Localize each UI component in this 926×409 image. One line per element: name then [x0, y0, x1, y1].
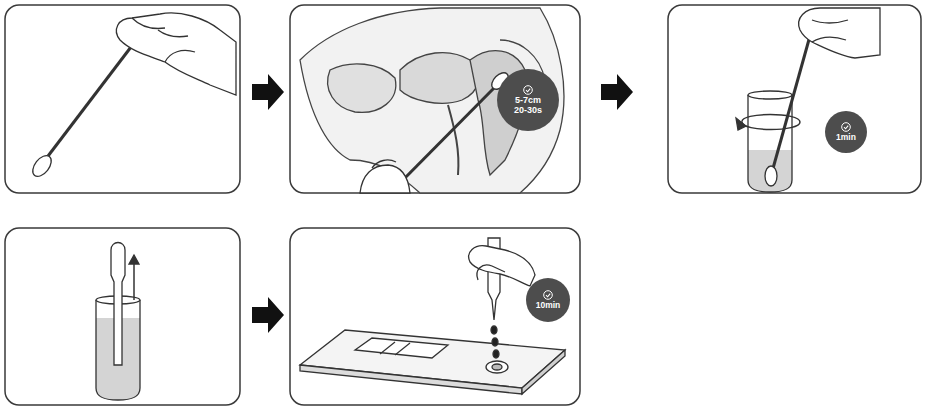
- extraction-tube-part: [748, 150, 792, 192]
- time-label: 10min: [536, 301, 561, 310]
- extraction-tube-part: [748, 95, 792, 192]
- test-cassette-part: [492, 364, 502, 370]
- anatomy-section-part: [372, 160, 396, 168]
- extraction-tube-part: [799, 8, 880, 58]
- extraction-tube-part: [772, 18, 815, 172]
- check-tick: [844, 126, 848, 129]
- check-ring: [544, 291, 553, 300]
- time-label: 20-30s: [514, 106, 542, 115]
- step-arrow-part: [601, 74, 633, 110]
- anatomy-section: [300, 8, 564, 193]
- check-tick: [546, 294, 550, 297]
- anatomy-section-part: [395, 84, 498, 188]
- dropper-hand-part: [493, 350, 499, 358]
- extraction-tube-part: [742, 115, 800, 130]
- dropper-tube-part: [111, 243, 125, 366]
- test-cassette: [300, 330, 565, 394]
- dropper-hand-part: [469, 246, 535, 286]
- swab-hand-part: [29, 152, 55, 180]
- time-badge: 5-7cm20-30s: [497, 69, 559, 131]
- step-panel-part: [290, 228, 580, 405]
- extraction-tube-part: [812, 37, 846, 42]
- dropper-hand-part: [491, 326, 497, 334]
- step-arrow-part: [252, 297, 284, 333]
- swab-hand-part: [116, 13, 236, 95]
- swab-hand-part: [132, 18, 165, 29]
- check-icon: [523, 85, 533, 95]
- check-tick: [526, 89, 530, 92]
- swab-hand-part: [158, 30, 188, 37]
- test-cassette-part: [380, 342, 395, 354]
- anatomy-section-part: [300, 8, 564, 193]
- extraction-tube-part: [736, 118, 746, 130]
- test-cassette-part: [355, 338, 448, 358]
- swab-hand-part: [165, 50, 195, 62]
- extraction-tube-part: [765, 166, 777, 186]
- check-icon: [841, 122, 851, 132]
- time-badge: 1min: [825, 111, 867, 153]
- test-cassette-part: [486, 361, 508, 373]
- step-panel-part: [668, 5, 921, 193]
- anatomy-section-part: [448, 105, 458, 175]
- check-ring: [524, 86, 533, 95]
- step-panel-part: [5, 5, 240, 193]
- step-panel: [5, 5, 921, 405]
- dropper-hand-part: [492, 338, 498, 346]
- time-label: 5-7cm: [515, 96, 541, 105]
- swab-hand: [29, 13, 236, 180]
- extraction-tube-part: [748, 91, 792, 99]
- dropper-tube-part: [133, 262, 135, 300]
- anatomy-section-part: [360, 165, 410, 193]
- time-label: 1min: [836, 133, 856, 142]
- extraction-tube-part: [812, 20, 848, 23]
- anatomy-section-part: [328, 64, 396, 112]
- check-icon: [543, 290, 553, 300]
- dropper-tube: [96, 243, 140, 401]
- dropper-hand-part: [477, 265, 505, 280]
- extraction-tube: [736, 8, 880, 192]
- check-ring: [842, 123, 851, 132]
- step-arrow-part: [252, 74, 284, 110]
- time-badge: 10min: [526, 278, 570, 322]
- step-panel-part: [5, 228, 240, 405]
- anatomy-section-part: [400, 53, 479, 104]
- step-panel-part: [290, 5, 580, 193]
- dropper-tube-part: [129, 255, 139, 264]
- test-cassette-part: [395, 343, 410, 355]
- test-cassette-part: [522, 350, 565, 394]
